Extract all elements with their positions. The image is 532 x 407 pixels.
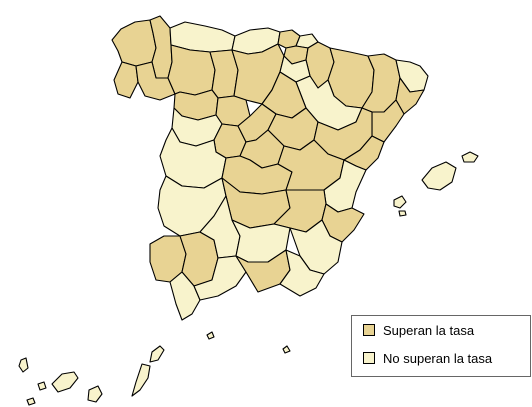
region-melilla <box>282 345 291 354</box>
region-ceuta <box>206 331 215 340</box>
region-formentera <box>398 210 407 217</box>
region-lanzarote <box>149 345 165 363</box>
region-leon <box>167 44 216 96</box>
region-elhierro <box>26 397 36 406</box>
region-ibiza <box>393 195 407 209</box>
region-almeria <box>279 249 325 297</box>
region-lagomera <box>37 381 47 391</box>
legend-item-below: No superan la tasa <box>363 349 492 367</box>
legend-label-above: Superan la tasa <box>383 322 475 338</box>
region-coruna <box>111 19 157 67</box>
region-pontevedra <box>113 61 139 99</box>
region-lapalma <box>18 357 29 373</box>
region-menorca <box>461 151 479 163</box>
legend-label-below: No superan la tasa <box>383 350 493 366</box>
region-tenerife <box>51 371 79 393</box>
legend-swatch-below <box>363 352 375 364</box>
map-legend: Superan la tasa No superan la tasa <box>351 315 531 377</box>
legend-swatch-above <box>363 324 375 336</box>
region-murcia <box>289 219 343 275</box>
legend-item-above: Superan la tasa <box>363 321 474 339</box>
region-fuerteventura <box>131 363 151 397</box>
region-mallorca <box>421 161 457 191</box>
region-grancanaria <box>87 385 103 403</box>
region-cadiz <box>169 271 201 321</box>
